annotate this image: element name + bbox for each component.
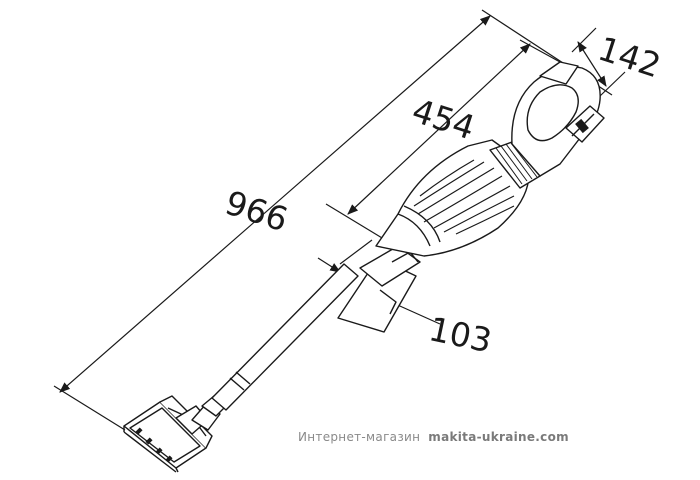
floor-nozzle xyxy=(123,395,213,473)
dim-label-966: 966 xyxy=(221,183,293,240)
dim-142-arrow xyxy=(577,41,607,87)
watermark: Интернет-магазин makita-ukraine.com xyxy=(298,430,569,444)
handle xyxy=(511,65,601,177)
dim-103-ext-a xyxy=(339,239,373,265)
dim-label-103: 103 xyxy=(426,309,496,360)
handle-button xyxy=(539,61,579,85)
dim-142-ext-b xyxy=(599,71,626,97)
vent-ribs xyxy=(413,159,515,235)
dim-966-ext-bottom xyxy=(53,385,126,431)
battery xyxy=(565,105,605,143)
dim-454-ext-top xyxy=(519,39,561,63)
dim-142-ext-a xyxy=(571,27,597,53)
vacuum-cleaner xyxy=(123,61,605,473)
extension-tube xyxy=(211,263,359,411)
dimension-lines xyxy=(53,9,626,431)
tube-connector xyxy=(337,245,421,333)
dim-454-arrow xyxy=(347,43,531,215)
dim-103-leader-a xyxy=(317,257,341,273)
watermark-label: Интернет-магазин xyxy=(298,430,421,444)
dim-454-ext-bottom xyxy=(325,203,393,245)
watermark-site: makita-ukraine.com xyxy=(428,430,569,444)
dim-label-142: 142 xyxy=(594,29,666,86)
dim-label-454: 454 xyxy=(408,91,480,148)
